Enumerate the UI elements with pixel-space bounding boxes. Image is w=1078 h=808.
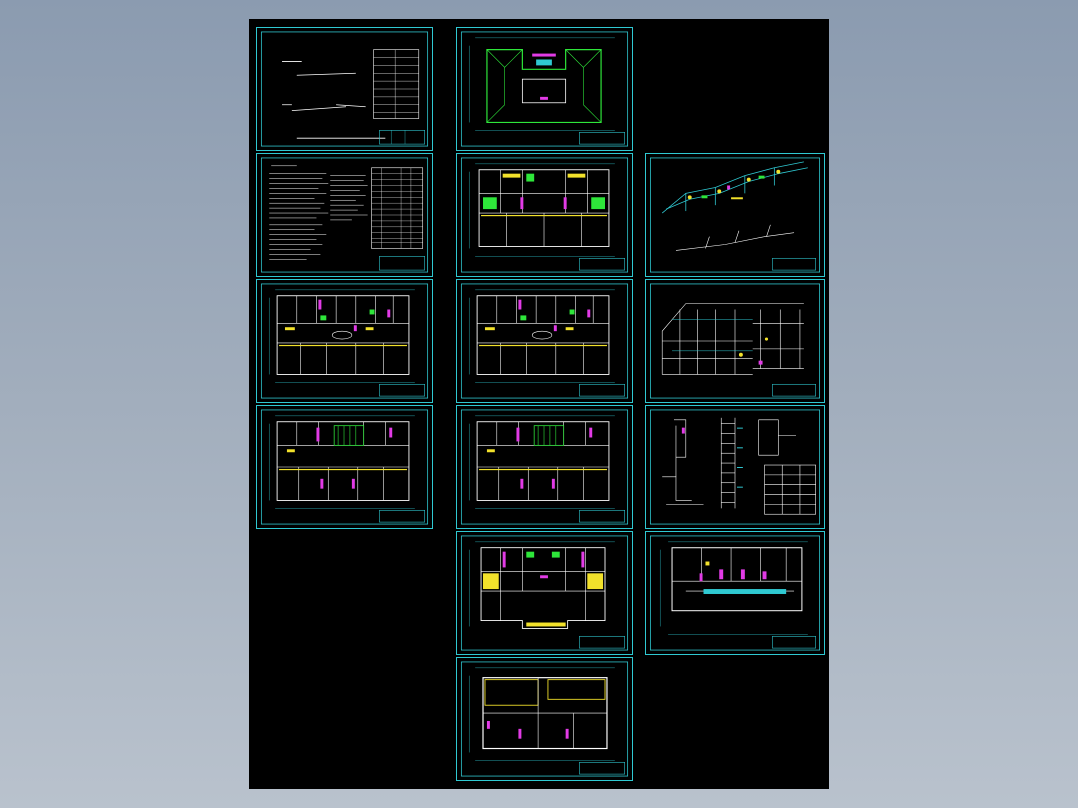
sheet-isometric-water-system[interactable] (645, 153, 825, 277)
floor-plan-4-drawing (460, 283, 629, 399)
sheet-floor-plan-1[interactable] (256, 279, 433, 403)
roof-plan-drawing (460, 31, 629, 147)
sheet-floor-plan-5[interactable] (456, 405, 633, 529)
riser-detail-drawing (649, 409, 821, 525)
drawing-canvas[interactable] (249, 19, 829, 789)
floor-plan-3-drawing (460, 157, 629, 273)
floor-plan-2-drawing (260, 409, 429, 525)
basement-plan-drawing (460, 661, 629, 777)
cover-index-drawing (260, 31, 429, 147)
partial-plan-drawing (649, 535, 821, 651)
sheet-floor-plan-6[interactable] (456, 531, 633, 655)
sheet-basement-plan[interactable] (456, 657, 633, 781)
sheet-partial-plan[interactable] (645, 531, 825, 655)
floor-plan-1-drawing (260, 283, 429, 399)
sheet-cover-index[interactable] (256, 27, 433, 151)
floor-plan-5-drawing (460, 409, 629, 525)
notes-table-drawing (260, 157, 429, 273)
sheet-isometric-drain-system[interactable] (645, 279, 825, 403)
isometric-drain-system-drawing (649, 283, 821, 399)
sheet-floor-plan-3[interactable] (456, 153, 633, 277)
sheet-riser-detail[interactable] (645, 405, 825, 529)
sheet-floor-plan-2[interactable] (256, 405, 433, 529)
sheet-notes-table[interactable] (256, 153, 433, 277)
sheet-floor-plan-4[interactable] (456, 279, 633, 403)
isometric-water-system-drawing (649, 157, 821, 273)
sheet-roof-plan[interactable] (456, 27, 633, 151)
floor-plan-6-drawing (460, 535, 629, 651)
